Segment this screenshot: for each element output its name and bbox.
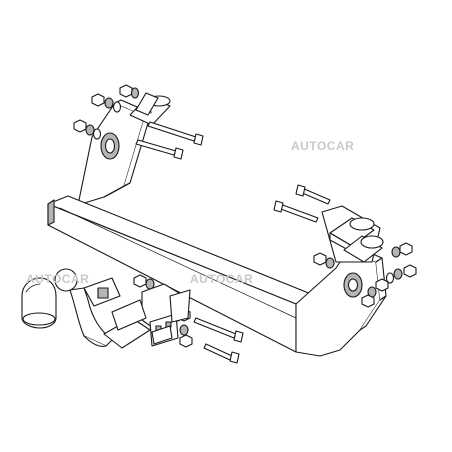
tow-ball-cap xyxy=(21,277,57,329)
tow-ball-neck xyxy=(54,268,151,349)
long-bolts xyxy=(135,121,331,364)
center-bracket xyxy=(141,283,191,347)
left-spacer-tubes xyxy=(129,92,171,126)
small-link-plate xyxy=(151,325,173,345)
watermark-autocar-center: AUTOCAR xyxy=(190,272,254,286)
right-nuts-washers xyxy=(313,242,417,308)
left-nuts-washers xyxy=(73,84,140,140)
watermark-autocar-left: AUTOCAR xyxy=(26,272,90,286)
watermark-autocar-top: AUTOCAR xyxy=(291,139,355,153)
right-spacer-tubes xyxy=(329,217,384,263)
